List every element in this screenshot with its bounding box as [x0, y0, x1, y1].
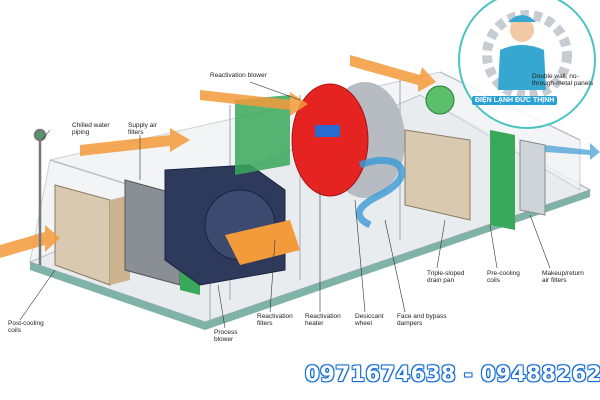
reactivation-filters — [235, 95, 290, 175]
airflow-arrows — [0, 55, 600, 258]
desiccant-wheel — [291, 82, 405, 198]
label-reactivation-heater: Reactivation heater — [305, 313, 341, 327]
label-makeup-filters: Makeup/return air filters — [542, 270, 584, 284]
label-face-bypass-dampers: Face and bypass dampers — [397, 313, 447, 327]
leader-lines — [19, 81, 551, 329]
label-desiccant-wheel: Desiccant wheel — [355, 313, 384, 327]
company-logo — [458, 0, 596, 129]
label-drain-pan: Triple-sloped drain pan — [427, 270, 465, 284]
label-supply-air-filters: Supply air filters — [128, 122, 157, 136]
label-post-cooling-coils: Post-cooling coils — [8, 320, 44, 334]
label-double-wall: Double wall, no-through-metal panels — [532, 73, 594, 87]
label-process-blower: Process blower — [214, 329, 238, 343]
reactivation-blower — [425, 85, 455, 115]
chilled-water-piping — [33, 128, 47, 265]
label-chilled-water-piping: Chilled water piping — [72, 122, 110, 136]
logo-text: ĐIỆN LẠNH ĐỨC THỊNH — [472, 96, 558, 105]
label-reactivation-blower: Reactivation blower — [210, 72, 267, 79]
process-blower — [164, 164, 300, 286]
label-reactivation-filters: Reactivation filters — [257, 313, 293, 327]
phone-numbers: 0971674638 - 0948826226 — [305, 362, 600, 386]
pre-cooling-coils — [404, 129, 546, 230]
label-pre-cooling-coils: Pre-cooling coils — [487, 270, 520, 284]
